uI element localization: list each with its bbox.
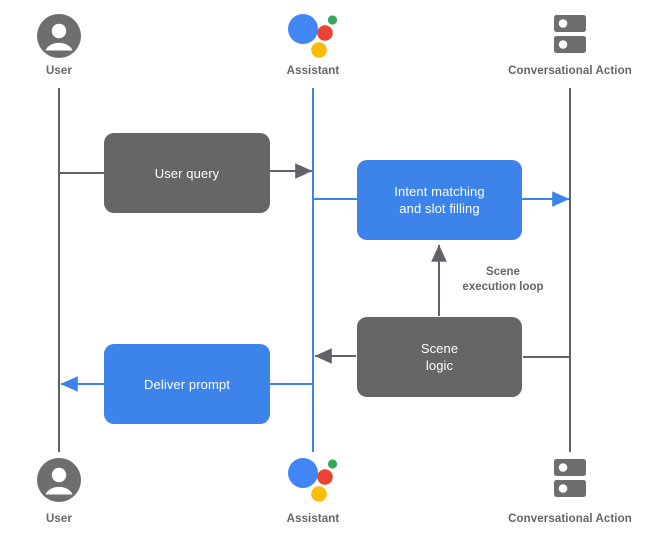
- node-scene-logic-label: Scene logic: [421, 340, 458, 374]
- server-stack-icon: [546, 455, 594, 508]
- node-deliver-prompt[interactable]: Deliver prompt: [104, 344, 270, 424]
- server-stack-icon: [546, 11, 594, 64]
- actor-label-assistant-bottom: Assistant: [286, 513, 340, 525]
- node-intent-matching[interactable]: Intent matching and slot filling: [357, 160, 522, 240]
- actor-label-conversational-action-bottom: Conversational Action: [508, 513, 632, 525]
- node-scene-logic-line1: Scene: [420, 341, 459, 356]
- annotation-scene-execution-loop-line1: Scene: [486, 266, 520, 278]
- google-assistant-icon: [286, 455, 340, 510]
- user-avatar-icon: [37, 14, 81, 63]
- node-scene-logic[interactable]: Scene logic: [357, 317, 522, 397]
- annotation-scene-execution-loop: Scene execution loop: [462, 265, 543, 295]
- node-intent-matching-line1: Intent matching: [394, 184, 485, 199]
- actor-label-user-bottom: User: [46, 513, 72, 525]
- node-scene-logic-line2: logic: [425, 358, 454, 373]
- actor-label-user-top: User: [46, 65, 72, 77]
- node-user-query-label: User query: [154, 165, 220, 181]
- node-user-query[interactable]: User query: [104, 133, 270, 213]
- actor-label-assistant-top: Assistant: [286, 65, 340, 77]
- actor-label-conversational-action-top: Conversational Action: [508, 65, 632, 77]
- user-avatar-icon: [37, 458, 81, 507]
- google-assistant-icon: [286, 11, 340, 66]
- node-intent-matching-line2: and slot filling: [399, 201, 480, 216]
- annotation-scene-execution-loop-line2: execution loop: [462, 281, 544, 293]
- node-deliver-prompt-label: Deliver prompt: [144, 376, 230, 392]
- node-intent-matching-label: Intent matching and slot filling: [394, 183, 484, 217]
